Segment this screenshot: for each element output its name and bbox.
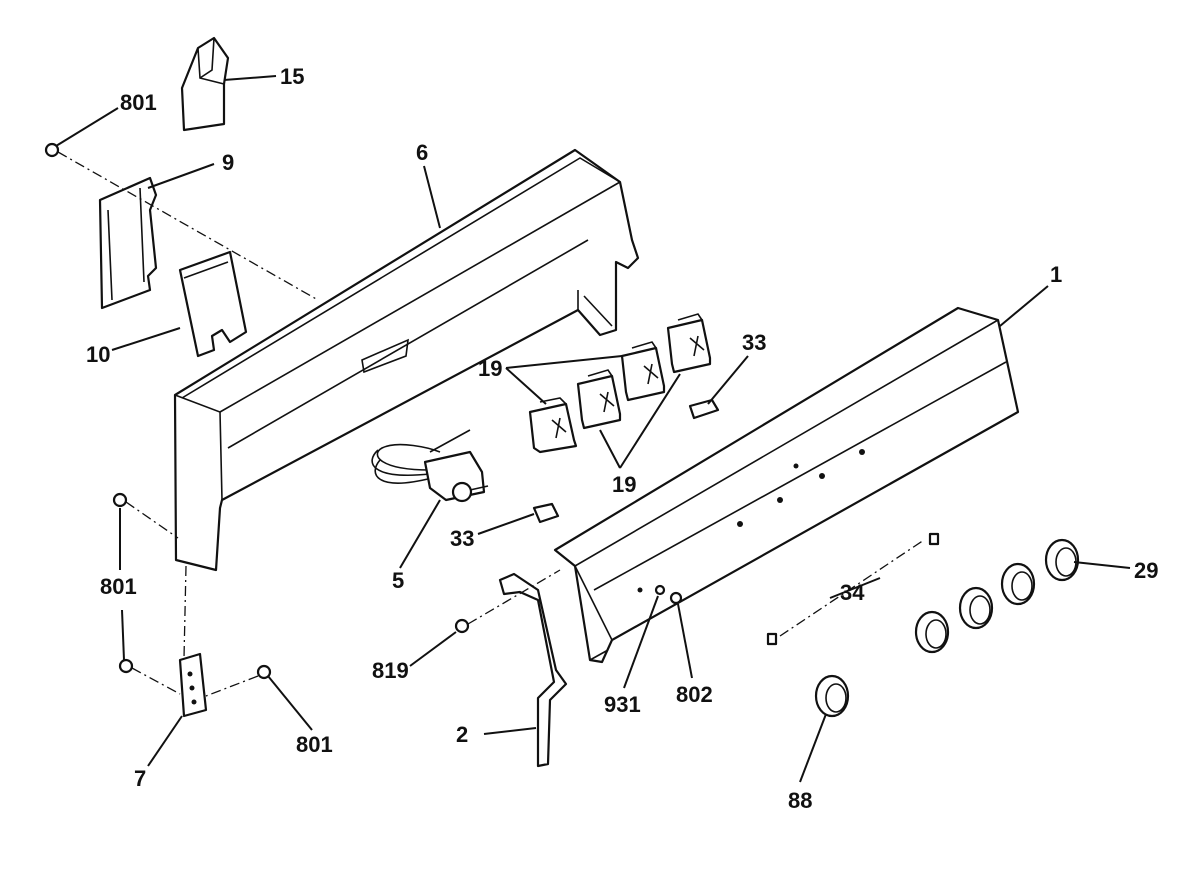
part-29-knobs — [914, 538, 1080, 654]
label-34: 34 — [840, 580, 865, 605]
label-801-left: 801 — [100, 574, 137, 599]
switch-3 — [620, 341, 666, 402]
part-10-bracket — [178, 250, 248, 358]
knob-3 — [958, 586, 994, 630]
assembly-lines — [57, 151, 925, 697]
part-2-end-bracket — [498, 572, 568, 768]
label-29: 29 — [1134, 558, 1158, 583]
switch-4 — [666, 313, 712, 374]
part-33-switch-upper — [688, 398, 720, 420]
control-holes — [637, 449, 865, 593]
knob-2 — [1000, 562, 1036, 606]
knob-1 — [1044, 538, 1080, 582]
switch-1 — [528, 397, 578, 454]
label-9: 9 — [222, 150, 234, 175]
label-5: 5 — [392, 568, 404, 593]
label-33-lower: 33 — [450, 526, 474, 551]
label-10: 10 — [86, 342, 110, 367]
part-88-knob — [814, 674, 850, 718]
part-33-switch-lower — [532, 502, 560, 524]
part-5-thermostat — [371, 429, 489, 503]
part-9-side-bracket — [98, 176, 158, 310]
label-1: 1 — [1050, 262, 1062, 287]
label-931: 931 — [604, 692, 641, 717]
label-819: 819 — [372, 658, 409, 683]
label-801-bottom: 801 — [296, 732, 333, 757]
label-801-top: 801 — [120, 90, 157, 115]
label-88: 88 — [788, 788, 812, 813]
callout-labels: 15 801 9 6 1 10 19 19 33 33 5 801 801 7 … — [86, 64, 1158, 813]
label-6: 6 — [416, 140, 428, 165]
label-802: 802 — [676, 682, 713, 707]
label-19-upper: 19 — [478, 356, 502, 381]
part-34-pins — [766, 532, 940, 646]
part-6-back-panel — [173, 148, 640, 572]
knob-4 — [914, 610, 950, 654]
label-19-lower: 19 — [612, 472, 636, 497]
label-2: 2 — [456, 722, 468, 747]
switch-2 — [576, 369, 622, 430]
leader-lines — [55, 75, 1131, 783]
label-33-upper: 33 — [742, 330, 766, 355]
label-7: 7 — [134, 766, 146, 791]
label-15: 15 — [280, 64, 304, 89]
part-1-control-panel — [553, 306, 1020, 664]
part-15-bracket — [180, 36, 230, 132]
part-19-switches — [528, 313, 712, 454]
part-7-hinge-bracket — [178, 652, 208, 718]
screws — [44, 142, 683, 680]
